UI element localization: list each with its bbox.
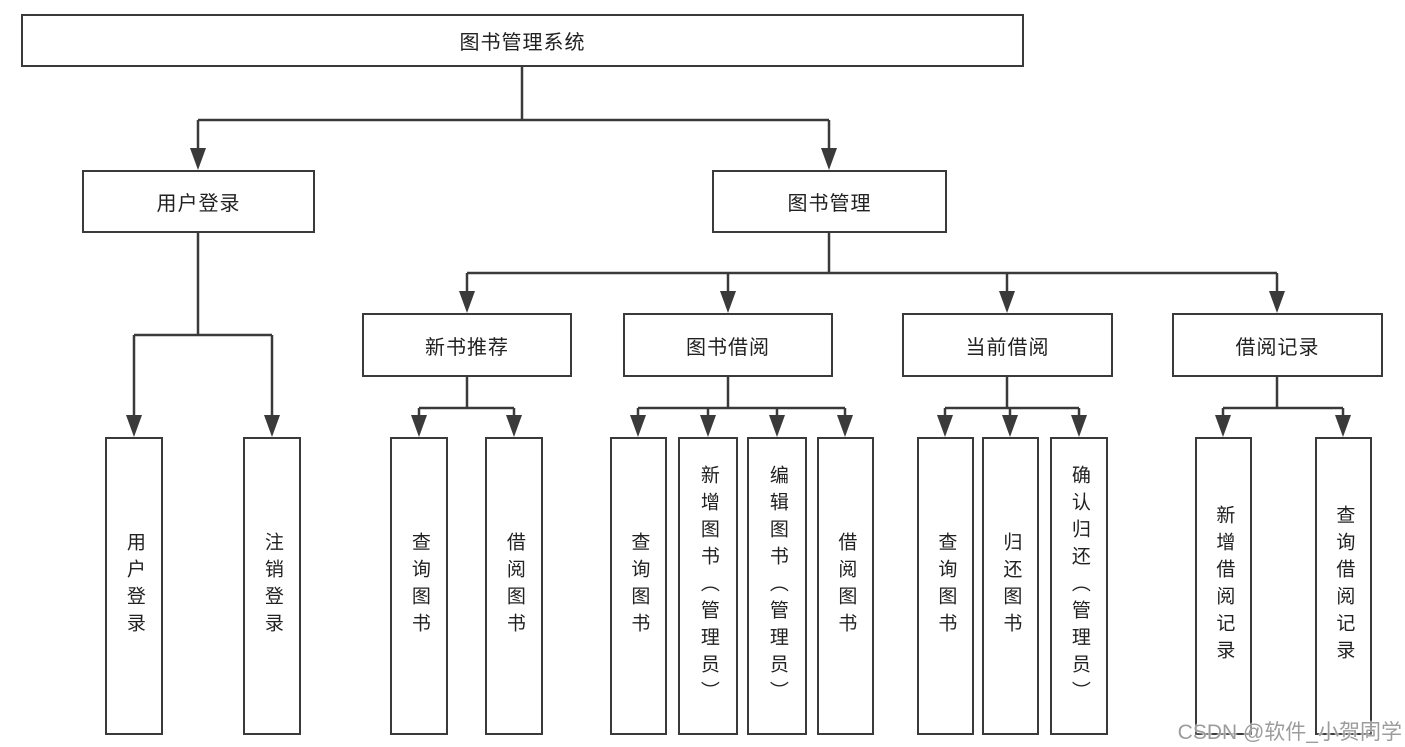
arrow-down-icon — [837, 415, 853, 437]
node-leaf-query-books-current: 查询图书 — [917, 437, 974, 735]
node-user-login-group: 用户登录 — [82, 170, 315, 233]
connector-root-to-level2 — [196, 67, 831, 152]
node-current-borrowing: 当前借阅 — [902, 313, 1113, 377]
node-label: 编辑图书（管理员） — [766, 464, 788, 708]
connector-borrowrecord-to-children — [1221, 377, 1345, 419]
node-label: 查询图书 — [935, 532, 957, 640]
node-library-system: 图书管理系统 — [21, 14, 1024, 67]
node-leaf-logout: 注销登录 — [243, 437, 301, 735]
node-leaf-return-books: 归还图书 — [982, 437, 1039, 735]
node-leaf-query-books-rec: 查询图书 — [390, 437, 448, 735]
arrow-down-icon — [720, 291, 736, 313]
node-leaf-edit-books-admin: 编辑图书（管理员） — [747, 437, 807, 735]
arrowheads — [126, 148, 1351, 437]
arrow-down-icon — [190, 148, 206, 170]
node-label: 新增借阅记录 — [1213, 505, 1235, 667]
node-leaf-add-books-admin: 新增图书（管理员） — [678, 437, 738, 735]
arrow-down-icon — [264, 415, 280, 437]
connector-currentborrow-to-children — [943, 377, 1081, 419]
arrow-down-icon — [1002, 415, 1018, 437]
arrow-down-icon — [999, 291, 1015, 313]
node-label: 查询图书 — [408, 532, 430, 640]
arrow-down-icon — [769, 415, 785, 437]
arrow-down-icon — [630, 415, 646, 437]
node-label: 用户登录 — [123, 532, 145, 640]
arrow-down-icon — [937, 415, 953, 437]
watermark-text: CSDN @软件_小贺同学 — [1177, 721, 1402, 744]
connector-bookborrow-to-children — [636, 377, 847, 419]
arrow-down-icon — [821, 148, 837, 170]
node-label: 确认归还（管理员） — [1068, 464, 1090, 708]
arrow-down-icon — [459, 291, 475, 313]
node-book-borrowing: 图书借阅 — [623, 313, 833, 377]
node-new-book-recommend: 新书推荐 — [362, 313, 572, 377]
node-label: 查询图书 — [628, 532, 650, 640]
node-leaf-user-login: 用户登录 — [105, 437, 163, 735]
node-leaf-borrow-books: 借阅图书 — [817, 437, 874, 735]
node-leaf-query-books-borrow: 查询图书 — [610, 437, 667, 735]
arrow-down-icon — [1215, 415, 1231, 437]
node-leaf-borrow-books-rec: 借阅图书 — [485, 437, 543, 735]
arrow-down-icon — [1269, 291, 1285, 313]
arrow-down-icon — [126, 415, 142, 437]
node-label: 归还图书 — [1000, 532, 1022, 640]
connector-bookmgmt-to-level3 — [465, 233, 1279, 295]
node-label: 借阅图书 — [835, 532, 857, 640]
connector-userlogin-to-children — [132, 233, 274, 419]
node-label: 查询借阅记录 — [1333, 505, 1355, 667]
arrow-down-icon — [411, 415, 427, 437]
arrow-down-icon — [506, 415, 522, 437]
arrow-down-icon — [700, 415, 716, 437]
arrow-down-icon — [1071, 415, 1087, 437]
node-leaf-confirm-return-admin: 确认归还（管理员） — [1050, 437, 1108, 735]
node-leaf-add-borrow-record: 新增借阅记录 — [1195, 437, 1252, 735]
node-leaf-query-borrow-record: 查询借阅记录 — [1315, 437, 1372, 735]
node-borrowing-records: 借阅记录 — [1172, 313, 1383, 377]
node-label: 借阅图书 — [503, 532, 525, 640]
node-label: 新增图书（管理员） — [697, 464, 719, 708]
arrow-down-icon — [1335, 415, 1351, 437]
node-label: 注销登录 — [261, 532, 283, 640]
node-book-management: 图书管理 — [712, 170, 947, 233]
connector-newbookrec-to-children — [417, 377, 516, 419]
